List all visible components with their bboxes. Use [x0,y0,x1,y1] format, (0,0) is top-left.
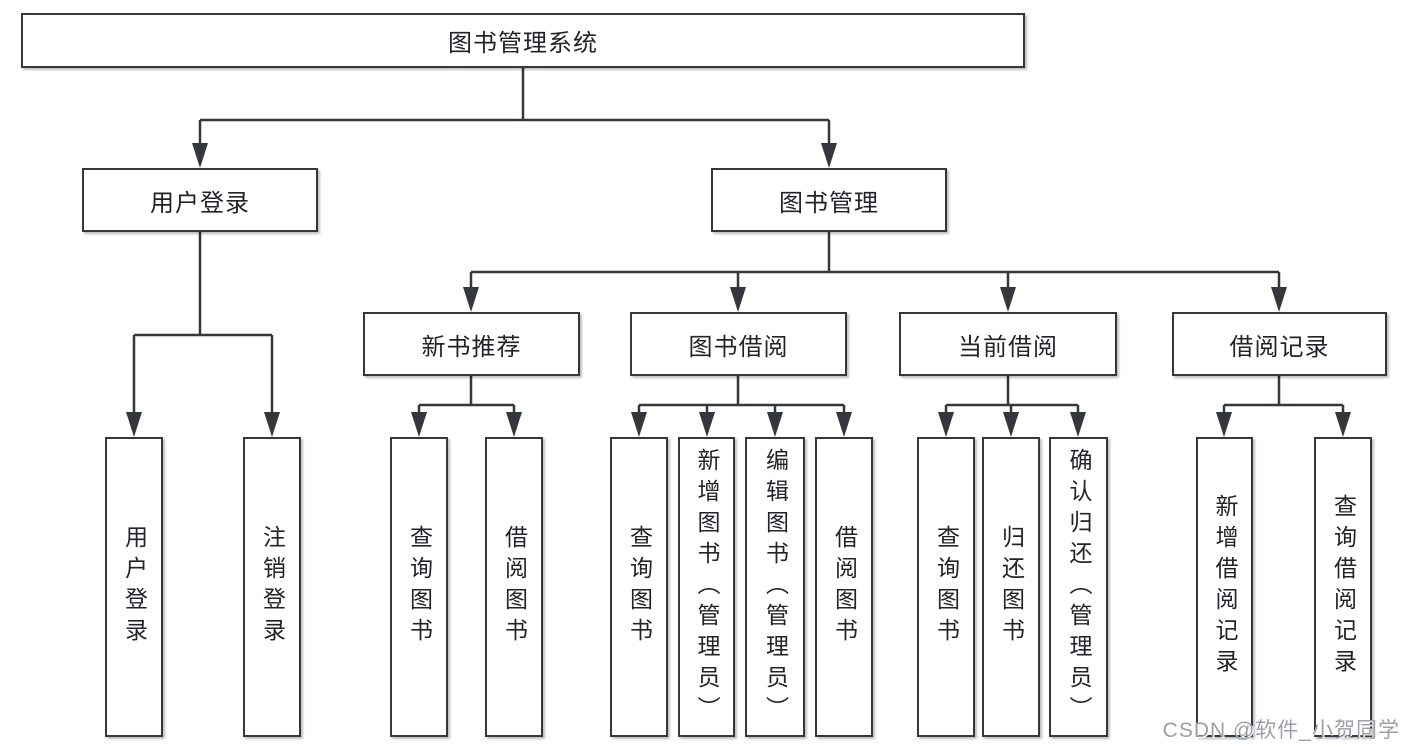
node-book-borrow-label: 图书借阅 [688,333,789,361]
leaf-records-add-record: 新增借阅记录 [1196,437,1253,737]
node-new-books-label: 新书推荐 [421,333,522,361]
arrowhead [463,287,479,312]
node-root: 图书管理系统 [21,13,1025,68]
leaf-user-login-label: 用户登录 [121,525,148,649]
csdn-watermark: CSDN @软件_小贺同学 [1162,719,1400,742]
arrowhead [1000,287,1016,312]
connector-newbooks-to-leaves [417,375,516,416]
arrowhead [264,412,280,437]
arrowhead [192,143,208,168]
leaf-logout-label: 注销登录 [259,525,286,649]
arrowhead [1216,412,1232,437]
leaf-records-query-record-label: 查询借阅记录 [1330,494,1357,680]
arrowhead [1070,412,1086,437]
node-root-label: 图书管理系统 [448,30,598,57]
leaf-borrow-add-books-label: 新增图书（管理员） [694,447,720,727]
arrowhead [699,412,715,437]
arrowhead [506,412,522,437]
arrowhead [1003,412,1019,437]
connector-current-to-leaves [944,375,1080,416]
node-book-borrow: 图书借阅 [630,312,847,376]
connector-records-to-leaves [1222,375,1345,416]
arrowhead [1271,287,1287,312]
leaf-current-return-books: 归还图书 [982,437,1040,737]
arrowheads [126,143,1351,437]
arrowhead [836,412,852,437]
node-borrow-records: 借阅记录 [1172,312,1387,376]
arrowhead [938,412,954,437]
arrowhead [821,143,837,168]
leaf-borrow-query-books-label: 查询图书 [626,525,653,649]
node-user-login-label: 用户登录 [150,189,250,217]
leaf-borrow-edit-books-label: 编辑图书（管理员） [762,447,789,727]
leaf-newbooks-borrow-books-label: 借阅图书 [501,525,528,649]
leaf-borrow-query-books: 查询图书 [610,437,668,737]
leaf-user-login: 用户登录 [105,437,163,737]
arrowhead [767,412,783,437]
node-book-mgmt: 图书管理 [711,168,947,232]
leaf-logout: 注销登录 [243,437,301,737]
leaf-newbooks-query-books: 查询图书 [390,437,448,737]
node-book-mgmt-label: 图书管理 [779,189,879,217]
leaf-newbooks-borrow-books: 借阅图书 [485,437,543,737]
connector-login-to-leaves [132,232,274,416]
leaf-records-add-record-label: 新增借阅记录 [1212,494,1238,680]
connector-mgmt-to-level3 [469,232,1281,291]
connector-root-to-level2 [198,68,831,146]
leaf-borrow-add-books: 新增图书（管理员） [678,437,735,737]
arrowhead [411,412,427,437]
arrowhead [1335,412,1351,437]
leaf-newbooks-query-books-label: 查询图书 [406,525,433,649]
leaf-current-query-books-label: 查询图书 [933,525,960,649]
leaf-current-confirm-return: 确认归还（管理员） [1049,437,1108,737]
leaf-borrow-borrow-books-label: 借阅图书 [831,525,858,649]
node-user-login: 用户登录 [82,168,318,232]
leaf-borrow-borrow-books: 借阅图书 [815,437,873,737]
node-borrow-records-label: 借阅记录 [1229,333,1330,361]
arrowhead [730,287,746,312]
node-new-books: 新书推荐 [363,312,580,376]
leaf-current-return-books-label: 归还图书 [998,525,1025,649]
leaf-borrow-edit-books: 编辑图书（管理员） [745,437,805,737]
connector-borrow-to-leaves [637,375,846,416]
node-current-borrow-label: 当前借阅 [958,333,1058,361]
arrowhead [631,412,647,437]
leaf-records-query-record: 查询借阅记录 [1314,437,1372,737]
arrowhead [126,412,142,437]
leaf-current-query-books: 查询图书 [917,437,975,737]
leaf-current-confirm-return-label: 确认归还（管理员） [1066,447,1092,727]
node-current-borrow: 当前借阅 [899,312,1117,376]
